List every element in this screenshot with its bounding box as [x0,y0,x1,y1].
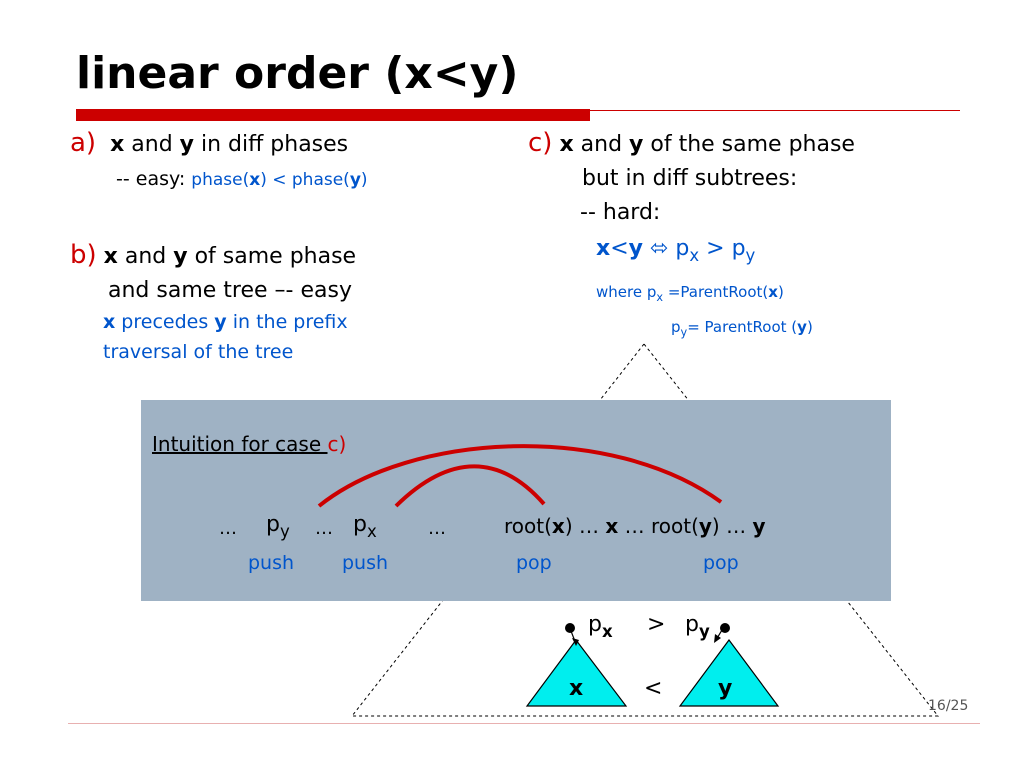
case-a-marker: a) [70,128,97,158]
case-c-heading: c) x and y of the same phase [528,128,855,158]
subtree-y-label: y [718,676,733,701]
tree-gt: > [647,612,666,637]
case-b-heading: b) x and y of same phase [70,240,357,270]
title-underline-bar [76,109,590,121]
pop-label-2: pop [703,552,739,574]
case-c-where-px: where px =ParentRoot(x) [596,283,784,304]
case-c-where-py: py= ParentRoot (y) [671,318,813,339]
intuition-label: Intuition for case c) [152,432,347,456]
page-title: linear order (x<y) [76,48,519,99]
seq-px: px [353,512,377,541]
subtree-y-triangle [678,638,780,707]
push-label-1: push [248,552,295,574]
tree-py: py [685,612,710,641]
push-label-2: push [342,552,389,574]
subtree-x-triangle [525,638,628,707]
seq-py: py [266,512,290,541]
subtree-lt: < [644,676,663,701]
case-a-easy: -- easy: phase(x) < phase(y) [116,168,368,190]
pop-label-1: pop [516,552,552,574]
page-number: 16/25 [928,698,969,714]
case-c-equivalence: x<y ⬄ px > py [596,236,756,265]
seq-roots: root(x) … x … root(y) … y [504,514,766,538]
seq-ellipsis-1: … [219,518,237,539]
case-b-marker: b) [70,240,97,270]
py-node-dot [720,623,730,633]
case-c-line3: -- hard: [580,200,661,225]
case-b-traversal-line: traversal of the tree [103,341,294,363]
matching-arcs [317,444,723,508]
seq-ellipsis-3: … [428,518,446,539]
case-c-marker: c) [528,128,553,158]
subtree-x-label: x [569,676,584,701]
case-a-heading: a) x and y in diff phases [70,128,349,158]
px-node-dot [565,623,575,633]
footer-divider [68,723,980,724]
case-b-line2: and same tree –- easy [108,278,352,303]
tree-px: px [588,612,613,641]
seq-ellipsis-2: … [315,518,333,539]
title-underline-line [590,110,960,111]
case-b-prefix-line: x precedes y in the prefix [103,311,348,333]
phase-comparison: phase(x) < phase(y) [191,170,368,190]
case-c-line2: but in diff subtrees: [582,166,798,191]
intuition-panel: Intuition for case c) … py … px … root(x… [141,400,891,601]
